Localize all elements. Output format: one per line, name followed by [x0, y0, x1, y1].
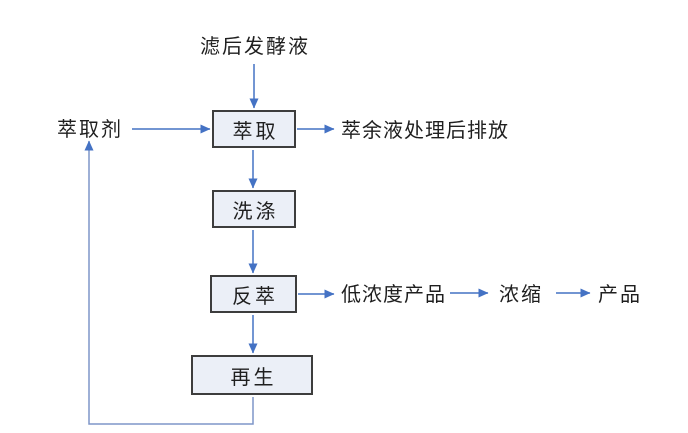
label-final-product: 产品 [598, 284, 642, 306]
box-back-extraction: 反萃 [210, 275, 297, 313]
box-washing: 洗涤 [212, 190, 296, 228]
box-extraction: 萃取 [212, 110, 296, 148]
arrow-regeneration-recycle-to-extractant [84, 140, 254, 425]
box-regeneration: 再生 [191, 355, 313, 395]
box-back-extraction-label: 反萃 [232, 285, 278, 308]
box-regeneration-label: 再生 [230, 366, 277, 389]
label-raffinate-discharge: 萃余液处理后排放 [341, 120, 509, 142]
label-concentration-step: 浓缩 [499, 284, 543, 306]
label-extractant: 萃取剂 [57, 119, 123, 141]
box-washing-label: 洗涤 [232, 200, 279, 223]
label-filtered-fermentation-broth: 滤后发酵液 [200, 36, 310, 58]
label-low-concentration-product: 低浓度产品 [341, 284, 446, 306]
box-extraction-label: 萃取 [232, 120, 279, 143]
